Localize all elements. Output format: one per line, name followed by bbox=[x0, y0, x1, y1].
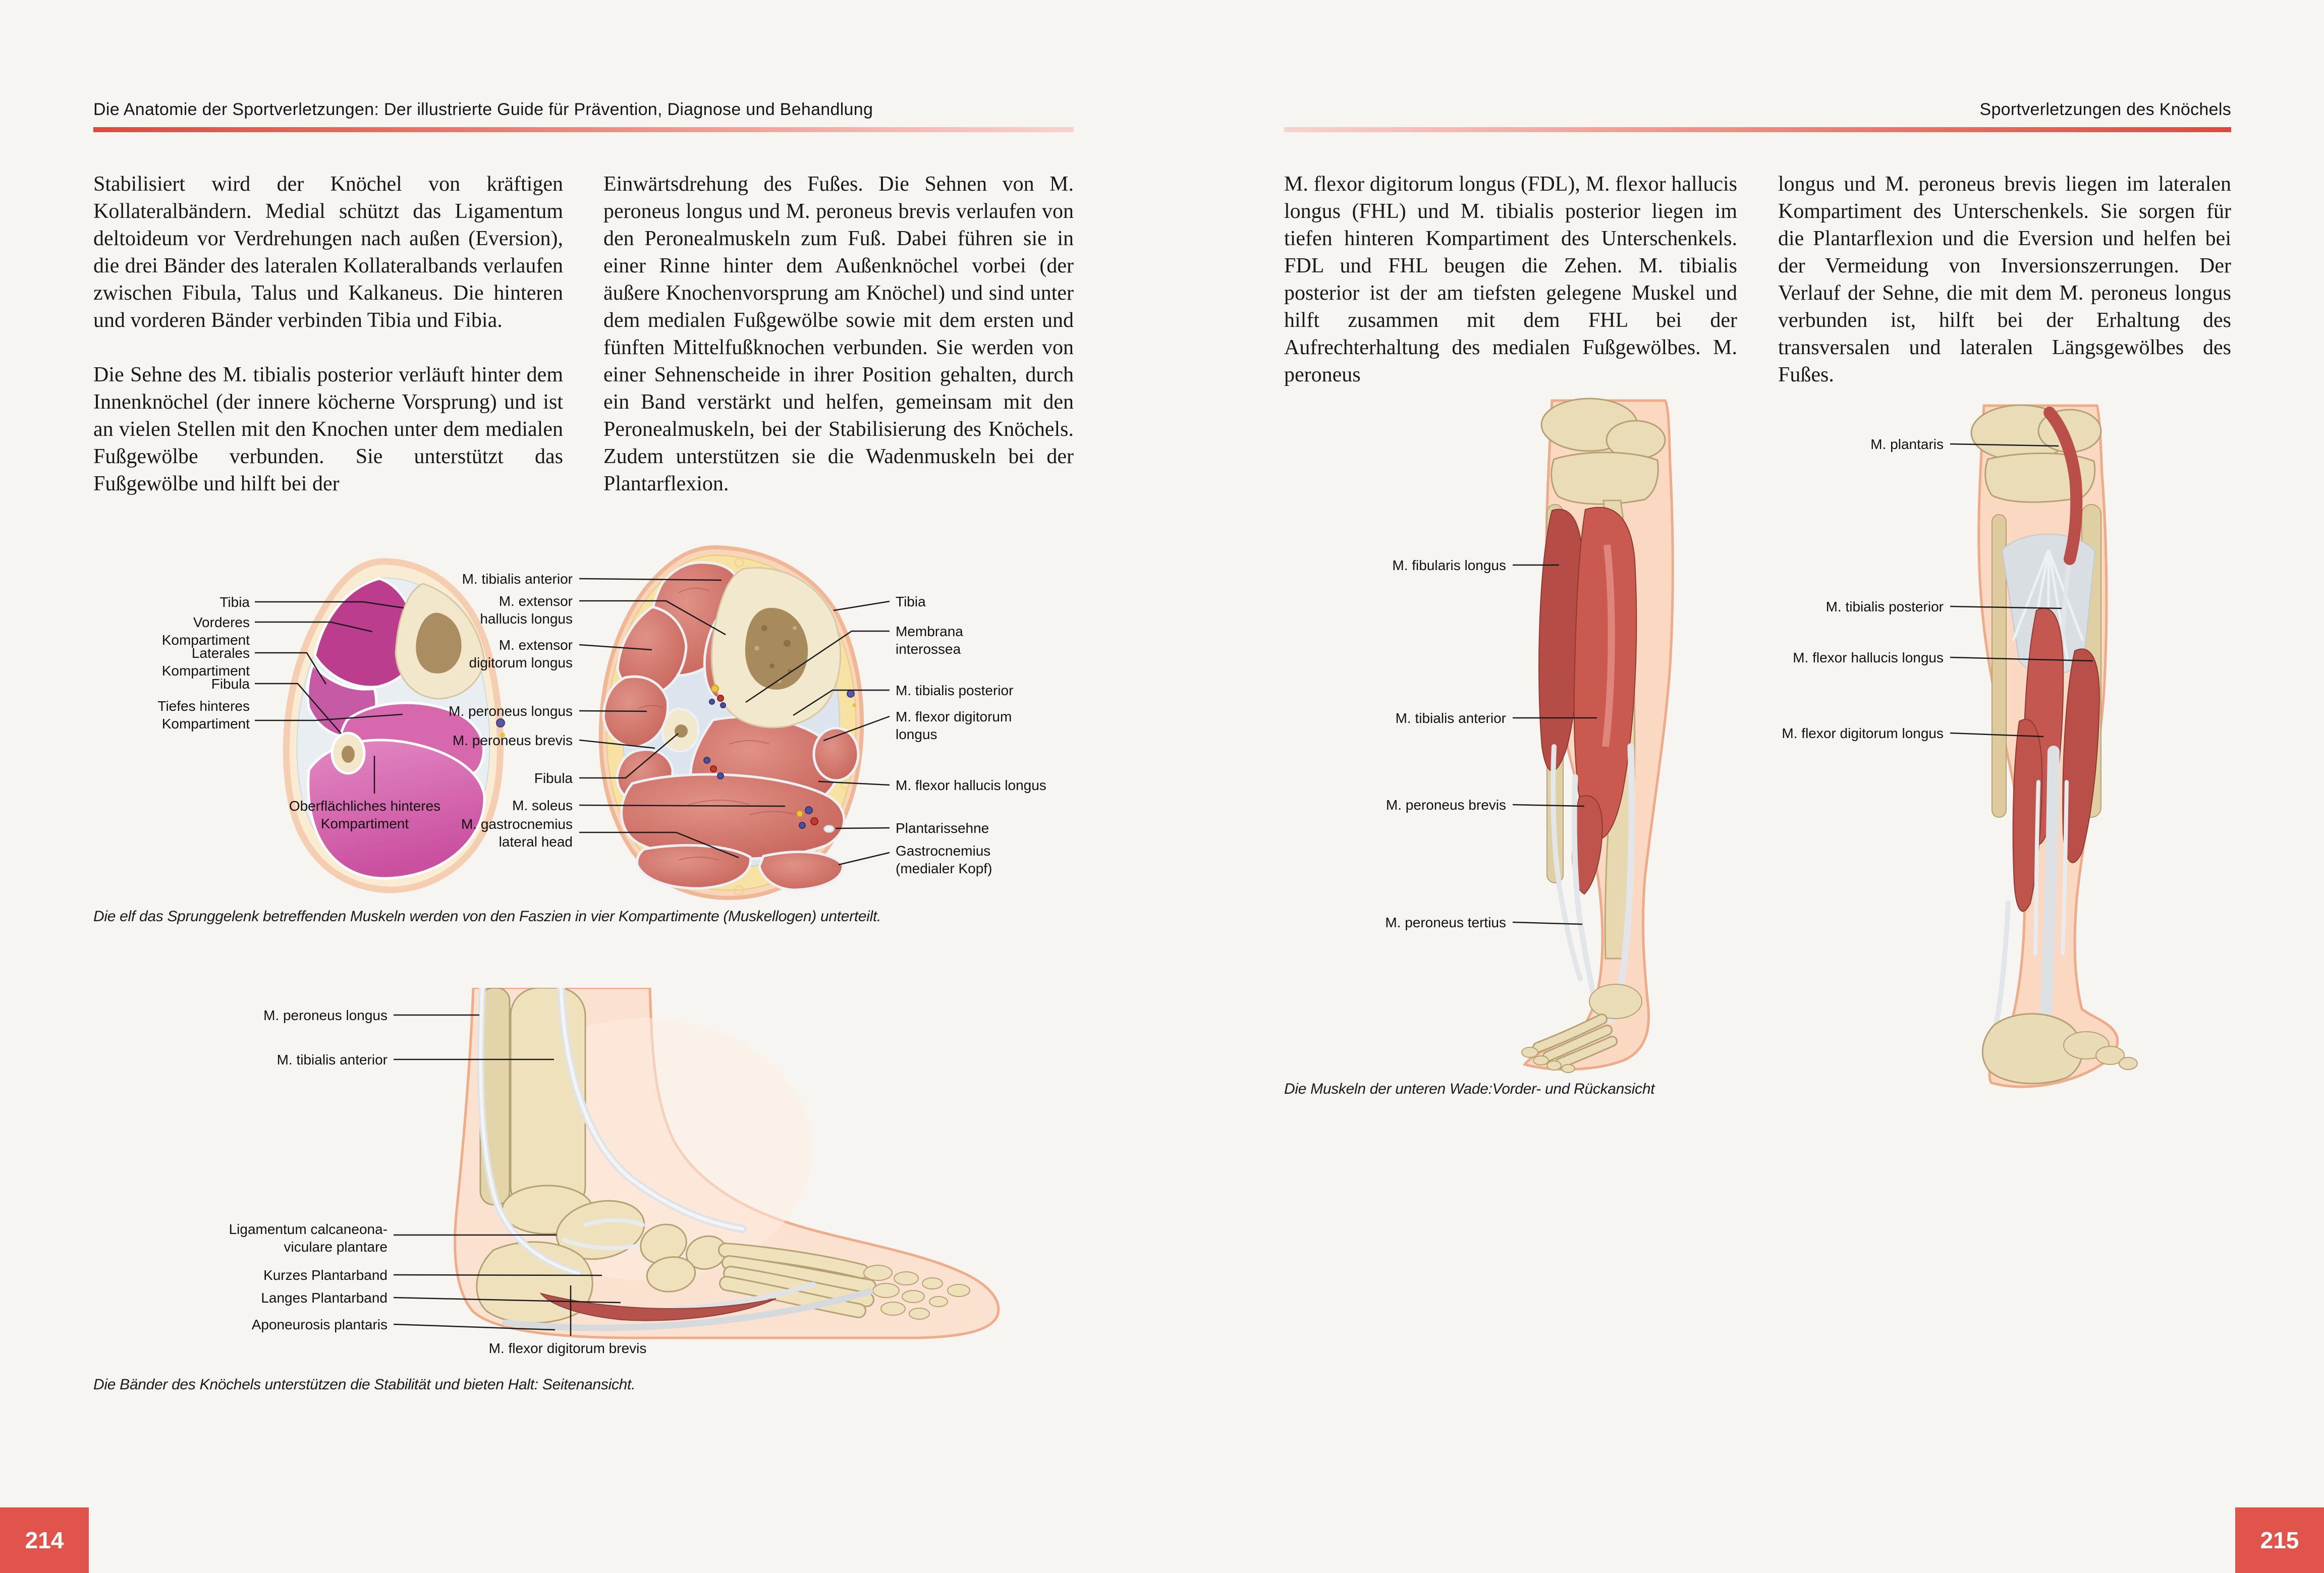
figure-label: Gastrocnemius (medialer Kopf) bbox=[896, 843, 992, 876]
figure-label: M. gastrocnemius lateral head bbox=[461, 816, 573, 850]
text-column-2: Einwärtsdrehung des Fußes. Die Sehnen vo… bbox=[603, 171, 1074, 525]
figure-label: M. extensor hallucis longus bbox=[480, 593, 573, 627]
calf-front-view-illustration bbox=[1521, 398, 1674, 1073]
text-column-4: longus und M. peroneus brevis liegen im … bbox=[1778, 171, 2231, 416]
figure-caption-compartments: Die elf das Sprunggelenk betreffenden Mu… bbox=[93, 908, 881, 925]
figure-label: M. soleus bbox=[512, 798, 573, 813]
paragraph: Stabilisiert wird der Knöchel von kräfti… bbox=[93, 173, 563, 332]
figure-label: Fibula bbox=[534, 770, 573, 786]
paragraph: Die Sehne des M. tibialis posterior verl… bbox=[93, 363, 563, 495]
figure-label: Ligamentum calcaneona- viculare plantare bbox=[229, 1221, 388, 1255]
figure-label: M. peroneus longus bbox=[263, 1007, 388, 1023]
figure-caption-calf: Die Muskeln der unteren Wade:Vorder- und… bbox=[1284, 1081, 1655, 1097]
figure-label: Langes Plantarband bbox=[261, 1290, 388, 1306]
figure-label: M. flexor digitorum brevis bbox=[488, 1340, 647, 1356]
figure-label: M. tibialis posterior bbox=[896, 683, 1014, 698]
figure-label: Tibia bbox=[219, 594, 250, 610]
figure-label: Membrana interossea bbox=[896, 624, 963, 657]
figure-label: M. peroneus longus bbox=[449, 703, 573, 719]
header-rule-right bbox=[1284, 127, 2231, 132]
paragraph: Einwärtsdrehung des Fußes. Die Sehnen vo… bbox=[603, 173, 1074, 495]
figure-label: Aponeurosis plantaris bbox=[251, 1317, 388, 1332]
page-number-left: 214 bbox=[0, 1507, 89, 1573]
figure-label: Tiefes hinteres Kompartiment bbox=[157, 698, 250, 732]
paragraph: longus und M. peroneus brevis liegen im … bbox=[1778, 173, 2231, 386]
figure-label: Oberflächliches hinteres Kompartiment bbox=[289, 798, 441, 831]
calf-rear-view-illustration bbox=[1970, 404, 2138, 1088]
running-header-left: Die Anatomie der Sportverletzungen: Der … bbox=[93, 100, 873, 119]
figure-label: M. tibialis anterior bbox=[276, 1052, 388, 1068]
figure-label: M. plantaris bbox=[1870, 436, 1944, 452]
figure-label: Laterales Kompartiment bbox=[161, 645, 250, 679]
figure-label: M. peroneus tertius bbox=[1385, 915, 1506, 930]
figure-label: Plantarissehne bbox=[896, 820, 989, 836]
figure-label: M. flexor hallucis longus bbox=[896, 777, 1046, 793]
text-column-3: M. flexor digitorum longus (FDL), M. fle… bbox=[1284, 171, 1737, 416]
figure-label: M. tibialis posterior bbox=[1825, 599, 1944, 614]
paragraph: M. flexor digitorum longus (FDL), M. fle… bbox=[1284, 173, 1737, 386]
ankle-side-view-illustration bbox=[454, 988, 1000, 1339]
header-rule-left bbox=[93, 127, 1074, 132]
figure-label: M. tibialis anterior bbox=[1395, 710, 1506, 726]
figure-label: M. flexor digitorum longus bbox=[896, 709, 1012, 742]
figure-label: M. flexor hallucis longus bbox=[1793, 650, 1944, 665]
figure-label: M. fibularis longus bbox=[1392, 557, 1506, 573]
detailed-cross-section-illustration bbox=[588, 542, 880, 911]
running-header-right: Sportverletzungen des Knöchels bbox=[1979, 100, 2231, 119]
figure-label: M. flexor digitorum longus bbox=[1782, 725, 1944, 741]
figure-label: M. extensor digitorum longus bbox=[469, 637, 573, 670]
compartments-cross-section-illustration bbox=[283, 558, 505, 893]
figure-label: M. tibialis anterior bbox=[462, 571, 573, 587]
figure-label: M. peroneus brevis bbox=[1386, 797, 1506, 813]
figure-label: Fibula bbox=[211, 676, 250, 692]
text-column-1: Stabilisiert wird der Knöchel von kräfti… bbox=[93, 171, 563, 525]
figure-caption-ankle: Die Bänder des Knöchels unterstützen die… bbox=[93, 1376, 636, 1393]
page-number-right: 215 bbox=[2235, 1507, 2324, 1573]
figure-label: Tibia bbox=[896, 594, 926, 609]
figure-label: Vorderes Kompartiment bbox=[161, 614, 250, 648]
figure-label: M. peroneus brevis bbox=[452, 733, 573, 748]
figure-label: Kurzes Plantarband bbox=[263, 1267, 388, 1283]
